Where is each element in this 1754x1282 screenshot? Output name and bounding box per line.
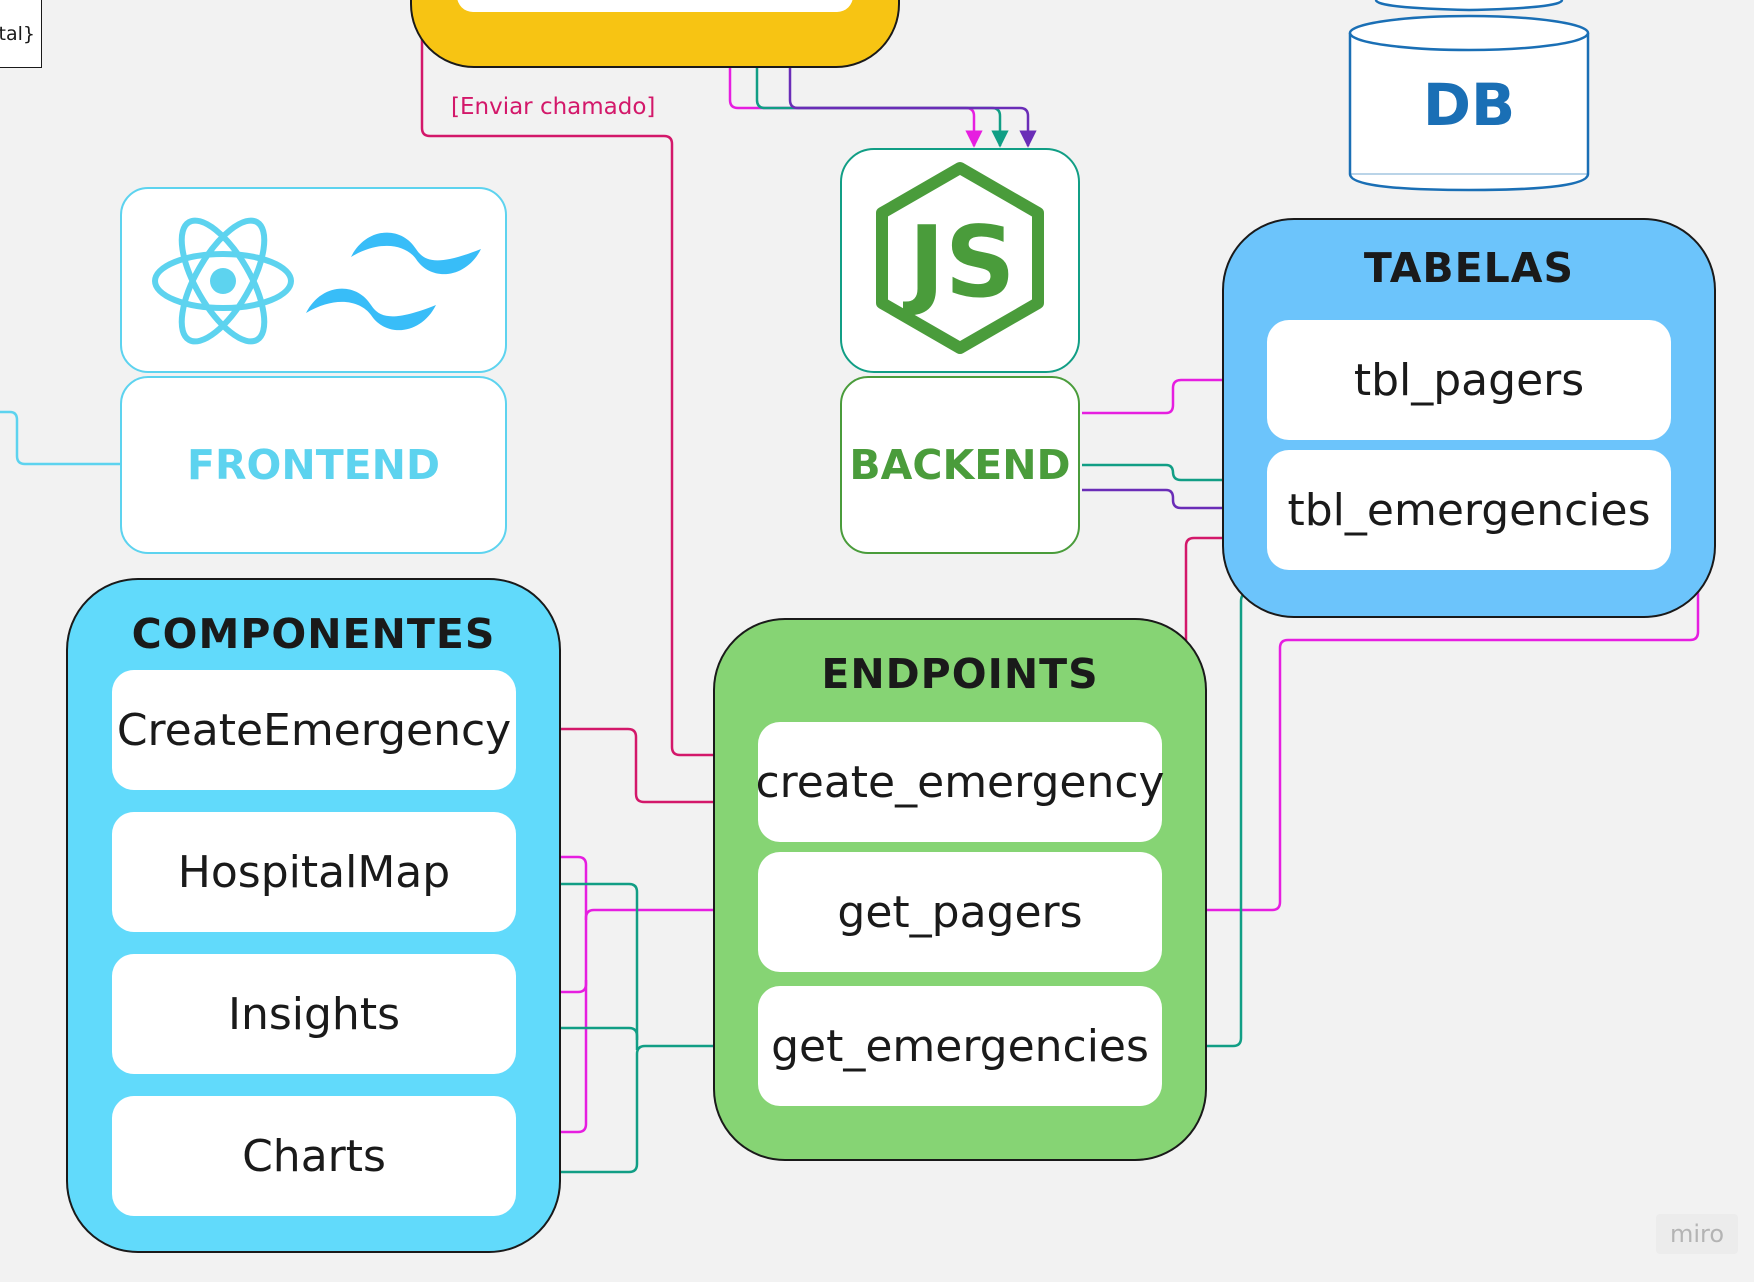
component-hospitalmap[interactable]: HospitalMap	[112, 812, 516, 932]
wire-emergencies-to-get-emergencies	[1164, 572, 1469, 1055]
wire-get-emergencies-trunk	[516, 1044, 756, 1181]
backend-icon-card[interactable]: JS	[840, 148, 1080, 373]
wire-backend-to-emergencies-teal	[1082, 463, 1266, 489]
wire-backend-to-pagers	[1082, 371, 1266, 415]
db-label: DB	[1422, 71, 1516, 139]
note-fragment[interactable]: tal}	[0, 0, 42, 68]
tabelas-title: TABELAS	[1363, 244, 1575, 292]
wire-enviar-chamado	[420, 0, 756, 757]
component-charts[interactable]: Charts	[112, 1096, 516, 1216]
wire-get-pagers-trunk	[516, 908, 756, 1141]
endpoint-create-emergency[interactable]: create_emergency	[755, 722, 1165, 842]
frontend-label[interactable]: FRONTEND	[120, 376, 507, 554]
component-createemergency[interactable]: CreateEmergency	[112, 670, 516, 790]
note-fragment-text: tal}	[0, 23, 35, 45]
nodejs-icon: JS	[876, 162, 1044, 354]
frontend-icons-card[interactable]	[120, 187, 507, 373]
miro-watermark-text: miro	[1669, 1220, 1725, 1248]
wire-backend-to-emergencies-purple	[1082, 488, 1266, 517]
table-tbl-emergencies[interactable]: tbl_emergencies	[1267, 450, 1671, 570]
orange-block-inner-card	[457, 0, 853, 12]
componentes-title: COMPONENTES	[131, 610, 496, 658]
wire-get-emergencies-to-hospitalmap	[516, 875, 639, 1050]
wire-get-pagers-to-hospitalmap	[516, 848, 588, 920]
tailwind-icon	[306, 232, 481, 331]
database-icon[interactable]	[1346, 0, 1592, 200]
endpoints-title: ENDPOINTS	[821, 650, 1099, 698]
wire-frontend-left	[0, 410, 120, 466]
tabelas-group[interactable]: TABELAS tbl_pagers tbl_emergencies	[1222, 218, 1716, 618]
component-insights[interactable]: Insights	[112, 954, 516, 1074]
wire-createemergency-to-create	[518, 727, 758, 811]
table-tbl-pagers[interactable]: tbl_pagers	[1267, 320, 1671, 440]
edge-label-enviar-chamado: [Enviar chamado]	[451, 94, 656, 120]
componentes-group[interactable]: COMPONENTES CreateEmergency HospitalMap …	[66, 578, 561, 1253]
wire-get-emergencies-to-insights	[516, 1019, 639, 1040]
svg-text:JS: JS	[902, 206, 1015, 320]
orange-block[interactable]	[410, 0, 900, 68]
endpoint-get-emergencies[interactable]: get_emergencies	[758, 986, 1162, 1106]
react-icon	[152, 217, 294, 345]
miro-watermark: miro	[1656, 1214, 1738, 1254]
wire-orange-to-backend-purple	[788, 68, 1037, 148]
backend-label[interactable]: BACKEND	[840, 376, 1080, 554]
endpoint-get-pagers[interactable]: get_pagers	[758, 852, 1162, 972]
wire-get-pagers-to-insights	[516, 980, 588, 1001]
endpoints-group[interactable]: ENDPOINTS create_emergency get_pagers ge…	[713, 618, 1207, 1161]
